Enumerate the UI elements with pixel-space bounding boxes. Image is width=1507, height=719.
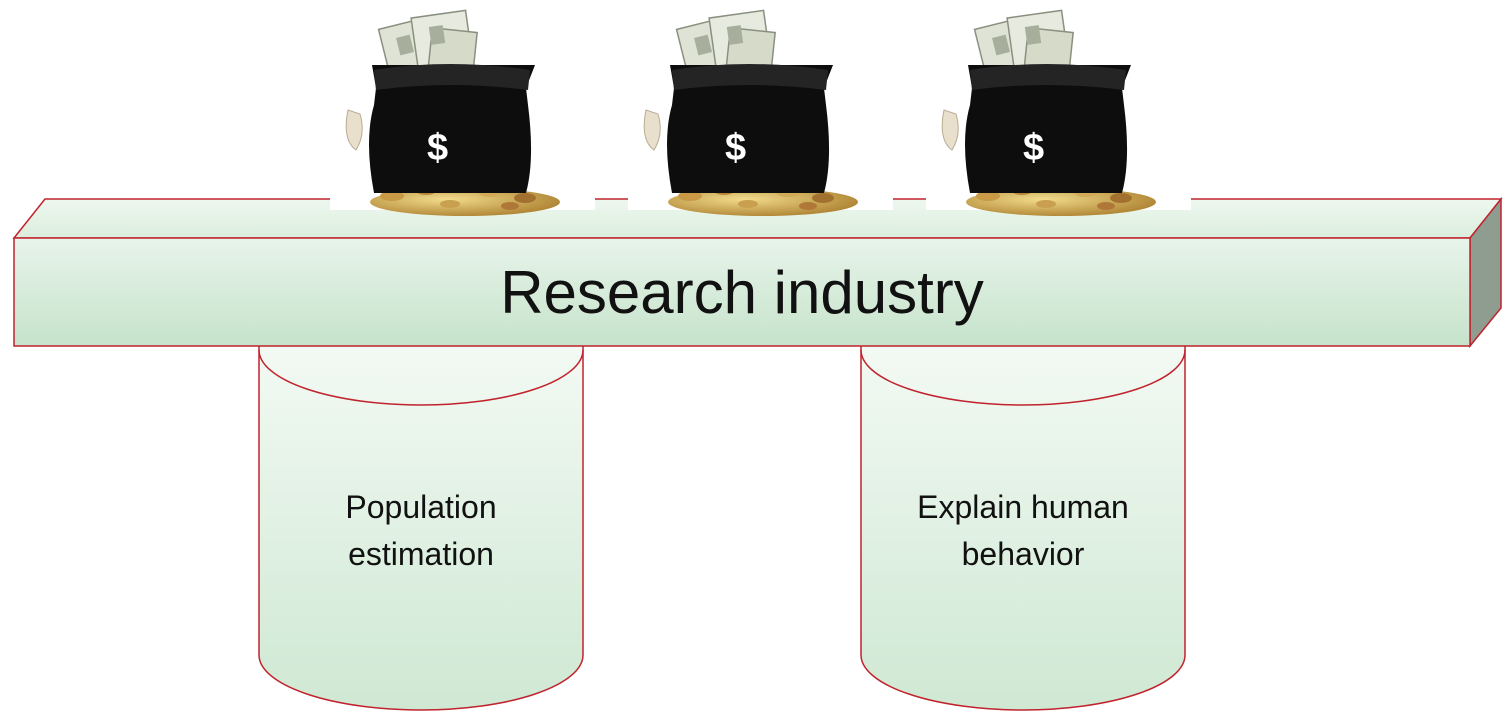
pillar-label-line: Explain human: [917, 489, 1129, 525]
money-bag-body: [345, 64, 535, 193]
dollar-sign-icon: $: [725, 127, 746, 169]
pillar-left: [258, 339, 584, 711]
pillar-label-population-estimation: Population estimation: [259, 484, 583, 578]
money-bag-1: $: [330, 9, 595, 216]
money-bag-3: $: [926, 9, 1191, 216]
pillar-label-line: estimation: [348, 536, 494, 572]
money-bag-body: [941, 64, 1131, 193]
dollar-sign-icon: $: [1023, 127, 1044, 169]
pillar-label-explain-human-behavior: Explain human behavior: [861, 484, 1185, 578]
money-bag-body: [643, 64, 833, 193]
research-beam: [12, 196, 1503, 349]
pillar-label-line: behavior: [961, 536, 1085, 572]
dollar-sign-icon: $: [427, 127, 448, 169]
money-bag-2: $: [628, 9, 893, 216]
pillar-right: [860, 339, 1186, 711]
beam-label: Research industry: [500, 258, 984, 326]
pillar-label-line: Population: [345, 489, 497, 525]
